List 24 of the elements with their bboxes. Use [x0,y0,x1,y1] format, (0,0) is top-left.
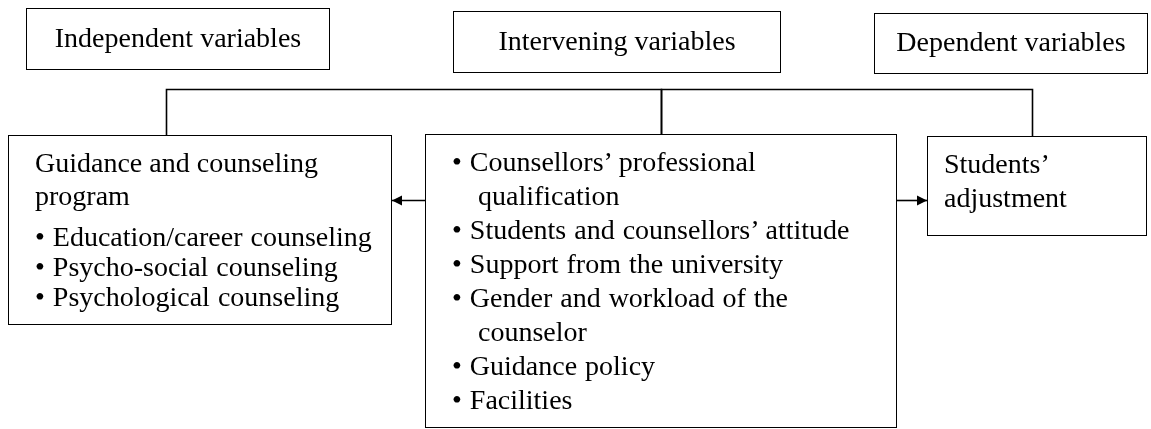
arrow [391,195,426,206]
arrow [896,195,928,206]
box-label: Intervening variables [497,24,737,58]
bullet-item: • Facilities [452,383,574,417]
content-box [8,135,392,325]
connector-line [660,88,1034,137]
variable-box [927,136,1147,236]
box-label: Independent variables [53,21,303,55]
bullet-item: • Guidance policy [452,349,657,383]
variable-box [453,11,781,73]
variable-box [26,8,330,70]
bullet-item: • Support from the university [452,247,785,281]
variable-box [874,13,1148,74]
bullet-item: • Students and counsellors’ attitude [452,213,851,247]
box-heading: Guidance and counseling program [35,146,320,212]
bullet-item: • Psychological counseling [35,282,341,312]
box-label: Dependent variables [895,25,1127,59]
bullet-item: • Gender and workload of the counselor [452,281,789,349]
bullet-item: • Psycho-social counseling [35,252,338,282]
box-label: Students’ adjustment [944,147,1068,215]
connector-line [165,88,663,136]
bullet-item: • Education/career counseling [35,222,373,252]
content-box [425,134,897,428]
bullet-item: • Counsellors’ professional qualification [452,145,757,213]
